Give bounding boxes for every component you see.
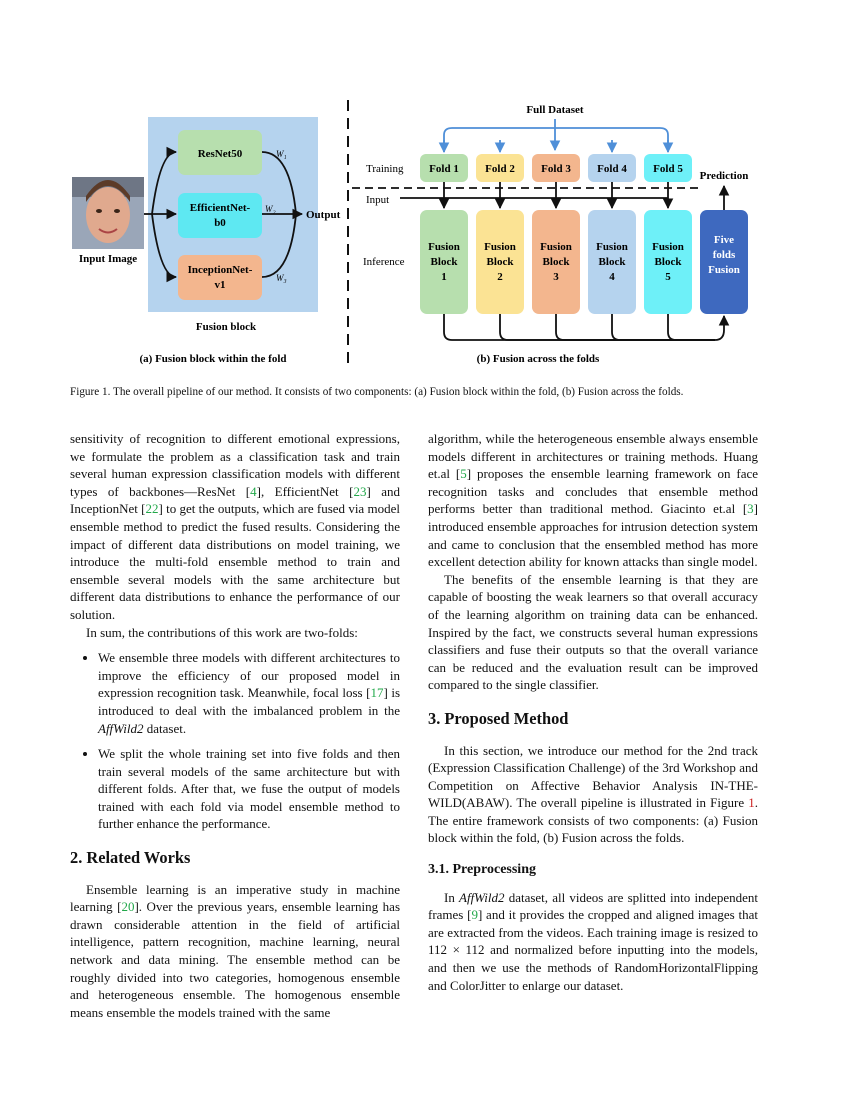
panel-b: Full Dataset Training Input Inference Pr…: [352, 104, 748, 365]
svg-text:EfficientNet-: EfficientNet-: [190, 202, 251, 214]
svg-text:5: 5: [665, 271, 671, 283]
citation-link[interactable]: 5: [460, 466, 467, 482]
svg-text:folds: folds: [713, 249, 736, 261]
svg-text:Fold 1: Fold 1: [429, 163, 459, 175]
method-paragraph: In this section, we introduce our method…: [428, 742, 758, 846]
weight-w2: W₂: [265, 204, 276, 214]
right-column: algorithm, while the heterogeneous ensem…: [428, 430, 758, 994]
citation-link[interactable]: 9: [471, 907, 478, 923]
contribution-item: We split the whole training set into fiv…: [98, 745, 400, 833]
benefits-paragraph: The benefits of the ensemble learning is…: [428, 571, 758, 693]
svg-text:4: 4: [609, 271, 615, 283]
svg-text:Fusion: Fusion: [596, 241, 628, 253]
left-column: sensitivity of recognition to different …: [70, 430, 400, 1021]
panel-a-caption: (a) Fusion block within the fold: [140, 353, 287, 365]
citation-link[interactable]: 20: [121, 899, 135, 915]
fusion-blocks: FusionBlock1FusionBlock2FusionBlock3Fusi…: [420, 210, 692, 314]
model-box-resnet50: ResNet50: [178, 130, 262, 175]
input-image-label: Input Image: [79, 253, 137, 265]
svg-text:Fusion: Fusion: [540, 241, 572, 253]
figure-ref-link[interactable]: 1: [748, 795, 755, 811]
prediction-label: Prediction: [700, 170, 749, 182]
fold-box-3: Fold 3: [532, 154, 580, 182]
inference-arrows: [400, 182, 730, 341]
svg-text:Fusion: Fusion: [484, 241, 516, 253]
input-face-image: [72, 177, 144, 249]
contributions-intro: In sum, the contributions of this work a…: [86, 624, 358, 640]
figure-caption: Figure 1. The overall pipeline of our me…: [70, 386, 684, 398]
fusion-block-label: Fusion block: [196, 321, 257, 333]
svg-text:Block: Block: [599, 256, 627, 268]
citation-link[interactable]: 17: [370, 685, 384, 701]
preprocessing-paragraph: In AffWild2 dataset, all videos are spli…: [428, 889, 758, 993]
final-fusion-block: Five folds Fusion: [700, 210, 748, 314]
section-heading-proposed-method: 3. Proposed Method: [428, 708, 569, 728]
svg-text:Block: Block: [655, 256, 683, 268]
svg-text:Fold 5: Fold 5: [653, 163, 683, 175]
svg-text:Five: Five: [714, 234, 734, 246]
svg-text:3: 3: [553, 271, 559, 283]
output-arrows: [261, 151, 304, 278]
svg-text:Fusion: Fusion: [652, 241, 684, 253]
svg-text:Fusion: Fusion: [428, 241, 460, 253]
panel-a: Input Image ResNet50 EfficientNet- b0 In…: [72, 117, 341, 365]
related-works-paragraph: Ensemble learning is an imperative study…: [70, 881, 401, 1020]
fold-box-5: Fold 5: [644, 154, 692, 182]
weight-w3: W₃: [276, 273, 287, 283]
citation-link[interactable]: 23: [353, 483, 367, 499]
input-arrows: [144, 146, 178, 283]
svg-text:v1: v1: [215, 279, 226, 291]
inference-label: Inference: [363, 256, 405, 268]
subsection-heading-preprocessing: 3.1. Preprocessing: [428, 862, 536, 878]
svg-text:Fusion: Fusion: [708, 264, 740, 276]
model-box-efficientnet-b0: EfficientNet- b0: [178, 193, 262, 238]
section-heading-related-works: 2. Related Works: [70, 848, 191, 868]
svg-text:Fold 3: Fold 3: [541, 163, 571, 175]
svg-text:InceptionNet-: InceptionNet-: [188, 264, 253, 276]
fold-box-2: Fold 2: [476, 154, 524, 182]
model-box-inceptionnet-v1: InceptionNet- v1: [178, 255, 262, 300]
fold-box-4: Fold 4: [588, 154, 636, 182]
contribution-item: We ensemble three models with different …: [98, 649, 400, 737]
ensemble-paragraph: algorithm, while the heterogeneous ensem…: [428, 431, 758, 570]
svg-text:b0: b0: [214, 217, 226, 229]
svg-text:Block: Block: [431, 256, 459, 268]
svg-text:Fold 4: Fold 4: [597, 163, 627, 175]
input-label: Input: [366, 194, 389, 206]
figure-1: Input Image ResNet50 EfficientNet- b0 In…: [72, 100, 748, 368]
weight-w1: W₁: [276, 149, 287, 159]
svg-text:Block: Block: [487, 256, 515, 268]
dataset-split-arrows: [438, 119, 674, 154]
panel-b-caption: (b) Fusion across the folds: [477, 353, 600, 365]
output-label: Output: [306, 209, 341, 221]
intro-paragraph: sensitivity of recognition to different …: [70, 431, 400, 622]
svg-text:Fold 2: Fold 2: [485, 163, 515, 175]
citation-link[interactable]: 3: [747, 501, 754, 517]
training-label: Training: [366, 163, 404, 175]
folds: Fold 1 Fold 2 Fold 3 Fold 4 Fold 5: [420, 154, 692, 182]
citation-link[interactable]: 22: [145, 501, 159, 517]
contributions-list: We ensemble three models with different …: [70, 649, 400, 833]
svg-text:1: 1: [441, 271, 447, 283]
full-dataset-label: Full Dataset: [526, 104, 583, 116]
fold-box-1: Fold 1: [420, 154, 468, 182]
citation-link[interactable]: 4: [250, 483, 257, 499]
svg-text:Block: Block: [543, 256, 571, 268]
svg-text:2: 2: [497, 271, 503, 283]
svg-text:ResNet50: ResNet50: [198, 148, 243, 160]
